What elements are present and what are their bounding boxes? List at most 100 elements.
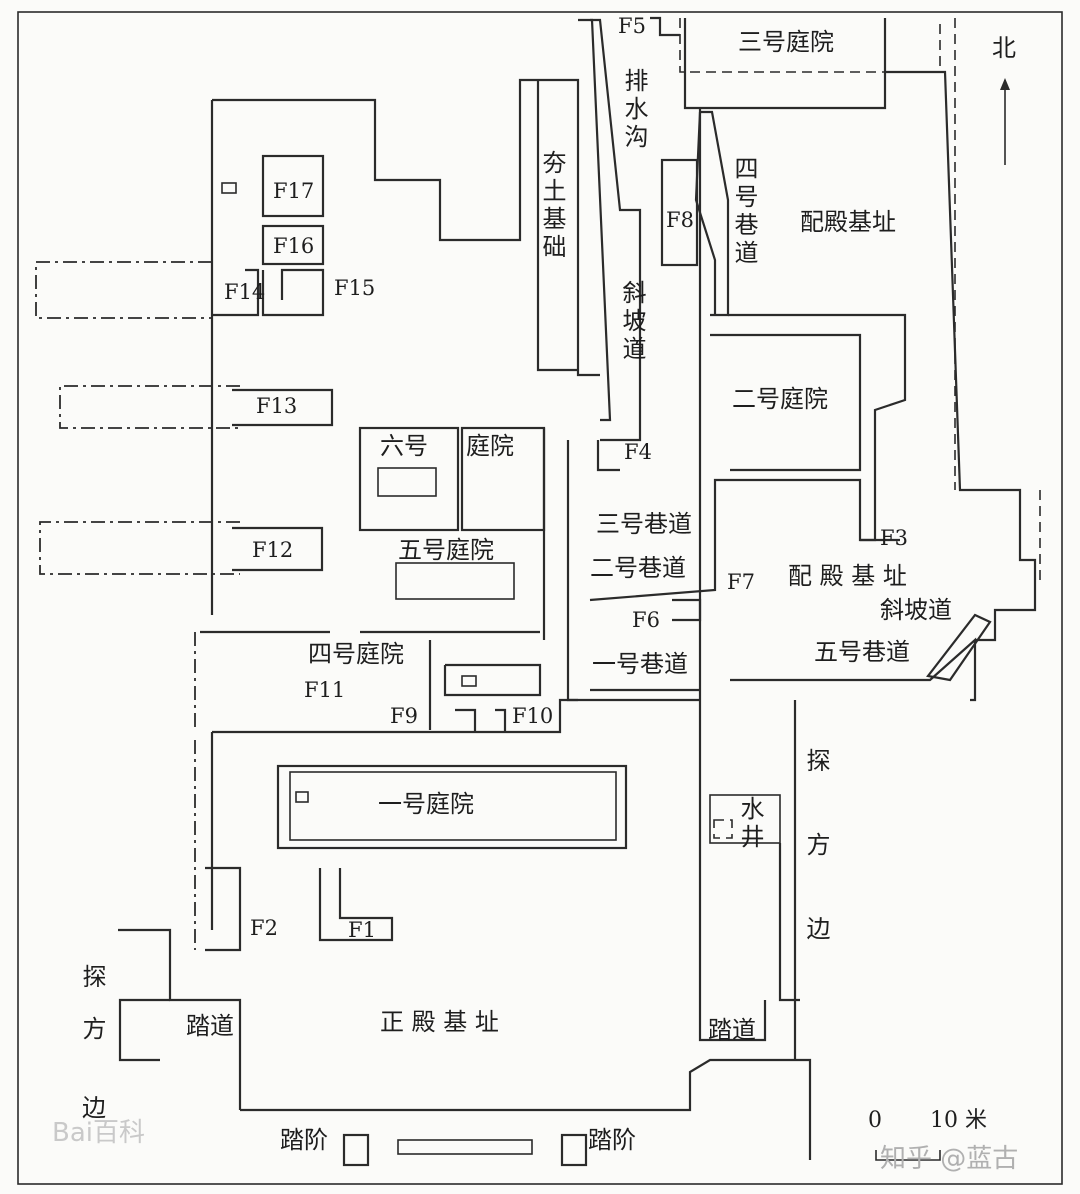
courtyard-3-dash (679, 18, 941, 73)
label-lane-1: 一号巷道 (592, 650, 688, 678)
pit-small (221, 182, 237, 194)
label-lane-4: 四号巷道 (730, 156, 758, 268)
label-f11: F11 (304, 678, 346, 702)
well (713, 819, 733, 839)
step-west-block (342, 1133, 370, 1167)
label-lane-2: 二号巷道 (590, 554, 686, 582)
label-f6: F6 (632, 608, 660, 632)
nw-enclosure-wall (212, 78, 600, 377)
frame (17, 11, 1063, 1185)
well-east (778, 843, 800, 1002)
pit-c4 (461, 675, 477, 687)
label-courtyard-3: 三号庭院 (738, 28, 834, 56)
courtyard-2-south (730, 478, 900, 542)
label-steps-west: 踏阶 (280, 1126, 328, 1154)
room-f13 (232, 388, 334, 427)
room-f12 (232, 526, 324, 572)
f13-ext (59, 385, 240, 429)
north-arrow-head (1000, 78, 1010, 90)
label-f16: F16 (273, 234, 315, 258)
baidu-watermark: Bai百科 (52, 1118, 145, 1148)
label-courtyard-2: 二号庭院 (732, 385, 828, 413)
room-f8 (660, 158, 699, 267)
room-f6 (672, 598, 702, 622)
lane-4-west (694, 111, 717, 315)
label-well: 水井 (736, 796, 764, 852)
label-f13: F13 (256, 394, 298, 418)
label-path-east: 踏道 (708, 1016, 756, 1044)
room-f15 (261, 268, 325, 317)
label-f4: F4 (624, 440, 652, 464)
label-courtyard-6a: 六号 (380, 432, 428, 460)
pit-c1 (295, 791, 309, 803)
courtyard-1-inner (289, 771, 617, 841)
courtyard-2-east (728, 313, 907, 542)
label-f12: F12 (252, 538, 294, 562)
step-east-block (560, 1133, 588, 1167)
label-f5: F5 (618, 14, 646, 38)
west-path (118, 998, 170, 1062)
label-rammed-earth: 夯土基础 (538, 150, 566, 262)
drain-east (590, 18, 642, 442)
drain-west (578, 18, 612, 422)
room-f16 (261, 224, 325, 266)
well-enclosure (709, 794, 781, 844)
courtyard-2-inner (710, 333, 862, 472)
courtyard-6-west (358, 426, 460, 532)
scale-bar (875, 1150, 941, 1161)
label-f10: F10 (512, 704, 554, 728)
label-f14: F14 (224, 280, 266, 304)
label-ramp-east: 斜坡道 (880, 596, 952, 624)
room-f2 (205, 866, 242, 952)
label-f9: F9 (390, 704, 418, 728)
room-f1 (318, 868, 394, 942)
courtyard-1-outer (276, 764, 628, 850)
label-courtyard-1: 一号庭院 (378, 790, 474, 818)
room-f14 (212, 268, 260, 317)
label-f15: F15 (334, 276, 376, 300)
zhihu-watermark: 知乎 @蓝古 (880, 1144, 1019, 1174)
lane-4-east (700, 110, 730, 317)
main-hall-south (240, 1058, 812, 1160)
label-steps-east: 踏阶 (588, 1126, 636, 1154)
east-step-wall (975, 488, 1037, 642)
east-hall-south (730, 637, 977, 702)
courtyard-5-platform (395, 562, 515, 600)
label-trench-left-edge: 边 (82, 1094, 106, 1122)
label-trench-left: 探方 (78, 964, 106, 1068)
label-f7: F7 (727, 570, 755, 594)
lane-2 (589, 478, 730, 602)
label-side-hall-east: 配 殿 基 址 (788, 562, 907, 590)
east-hall-outer (885, 70, 1000, 492)
room-f9 (455, 708, 477, 732)
step-center (397, 1139, 533, 1155)
room-f10 (495, 708, 507, 732)
label-f3: F3 (880, 526, 908, 550)
room-f4 (596, 440, 620, 472)
label-lane-3: 三号巷道 (596, 510, 692, 538)
label-f8: F8 (666, 208, 694, 232)
label-side-hall-north: 配殿基址 (800, 208, 896, 236)
courtyard-3 (683, 18, 887, 110)
label-ramp-west: 斜坡道 (618, 280, 646, 364)
label-courtyard-5: 五号庭院 (398, 536, 494, 564)
f14-ext (35, 261, 212, 319)
scale-ten: 10 米 (930, 1108, 987, 1133)
label-courtyard-4: 四号庭院 (308, 640, 404, 668)
f12-ext (39, 521, 240, 575)
label-trench-right: 探方边 (802, 748, 830, 1000)
label-courtyard-6b: 庭院 (466, 432, 514, 460)
scale-zero: 0 (868, 1108, 882, 1133)
east-path (698, 700, 767, 1042)
courtyard-6-pit (377, 467, 437, 497)
label-f17: F17 (273, 179, 315, 203)
label-lane-5: 五号巷道 (814, 638, 910, 666)
ramp-east (926, 613, 992, 682)
label-path-west: 踏道 (186, 1012, 234, 1040)
label-f1: F1 (348, 918, 376, 942)
label-north: 北 (992, 34, 1016, 62)
label-drain: 排水沟 (620, 68, 648, 152)
room-f5 (650, 16, 680, 37)
